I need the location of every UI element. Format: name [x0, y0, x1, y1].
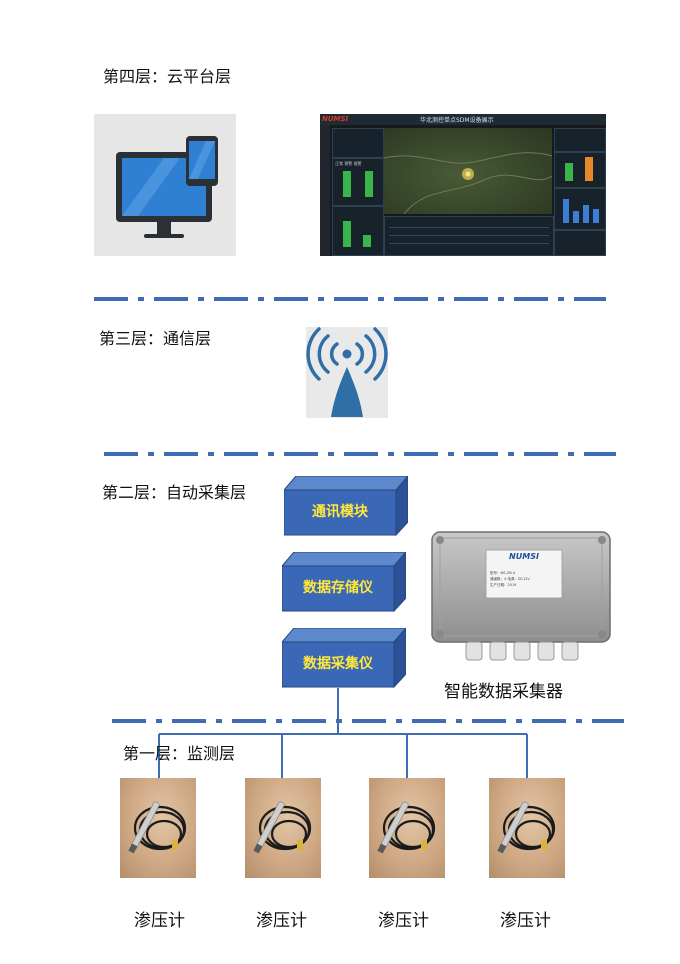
- wifi-antenna-icon: [306, 327, 388, 418]
- comm-module-box: 通讯模块: [284, 476, 408, 536]
- dashboard-bar: [563, 199, 569, 223]
- dashboard-bar: [343, 171, 351, 197]
- piezometer-caption: 渗压计: [500, 911, 551, 931]
- dashboard-title: 华北测控单点SDM设备展示: [420, 117, 494, 124]
- dashboard-panel-chart-2: [332, 206, 384, 256]
- dashboard-bar: [343, 221, 351, 247]
- computer-phone-icon: [94, 114, 236, 256]
- layer3-label: 第三层：通信层: [99, 329, 212, 348]
- dashboard-panel-summary: [332, 128, 384, 158]
- dashboard-bar: [565, 163, 573, 181]
- device-label-line: 通道数：4 电源：DC12V: [490, 577, 530, 581]
- piezometer-caption: 渗压计: [256, 911, 307, 931]
- device-label-line: 型号：NS-ZN-4: [490, 571, 516, 575]
- dashboard-bar: [365, 171, 373, 197]
- dashboard-logo: NUMSI: [322, 115, 349, 123]
- smart-data-collector-device: NUMSI 型号：NS-ZN-4 通道数：4 电源：DC12V 生产日期：201…: [430, 530, 612, 664]
- separator-layer2-layer1: [112, 719, 624, 723]
- separator-layer3-layer2: [104, 452, 616, 456]
- dashboard-panel-chart-1: 正常 预警 报警: [332, 158, 384, 206]
- data-storage-label: 数据存储仪: [303, 580, 373, 596]
- piezometer-caption: 渗压计: [378, 911, 429, 931]
- piezometer-photo: [120, 778, 196, 878]
- dashboard-bar: [593, 209, 599, 223]
- dashboard-map: [383, 128, 553, 215]
- piezometer-photo: [245, 778, 321, 878]
- device-label-text: 型号：NS-ZN-4 通道数：4 电源：DC12V 生产日期：2019: [490, 570, 530, 588]
- layer1-label: 第一层：监测层: [123, 744, 236, 763]
- data-collector-box: 数据采集仪: [282, 628, 406, 688]
- device-label-line: 生产日期：2019: [490, 583, 517, 587]
- dashboard-panel-list: [554, 230, 606, 256]
- dashboard-table: [384, 216, 554, 256]
- dashboard-bar: [585, 157, 593, 181]
- data-collector-label: 数据采集仪: [303, 656, 373, 672]
- layer2-label: 第二层：自动采集层: [102, 483, 247, 502]
- layer4-label: 第四层：云平台层: [103, 67, 232, 86]
- dashboard-panel-status: [554, 128, 606, 152]
- piezometer-photo: [489, 778, 565, 878]
- separator-layer4-layer3: [94, 297, 606, 301]
- cloud-dashboard-screenshot: NUMSI 华北测控单点SDM设备展示 正常 预警 报警: [320, 114, 606, 256]
- dashboard-sidebar: [320, 125, 330, 256]
- legend-alarm: 报警: [353, 161, 362, 166]
- smart-data-collector-caption: 智能数据采集器: [444, 682, 563, 702]
- data-storage-box: 数据存储仪: [282, 552, 406, 612]
- dashboard-header: [320, 114, 606, 125]
- piezometer-photo: [369, 778, 445, 878]
- dashboard-panel-chart-3: [554, 152, 606, 188]
- device-logo: NUMSI: [509, 552, 539, 561]
- dashboard-panel-chart-4: [554, 188, 606, 230]
- dashboard-bar: [573, 211, 579, 223]
- dashboard-bar: [583, 205, 589, 223]
- legend-normal: 正常: [335, 161, 343, 166]
- piezometer-caption: 渗压计: [134, 911, 185, 931]
- comm-module-label: 通讯模块: [312, 504, 368, 520]
- legend-warning: 预警: [344, 161, 353, 166]
- dashboard-bar: [363, 235, 371, 247]
